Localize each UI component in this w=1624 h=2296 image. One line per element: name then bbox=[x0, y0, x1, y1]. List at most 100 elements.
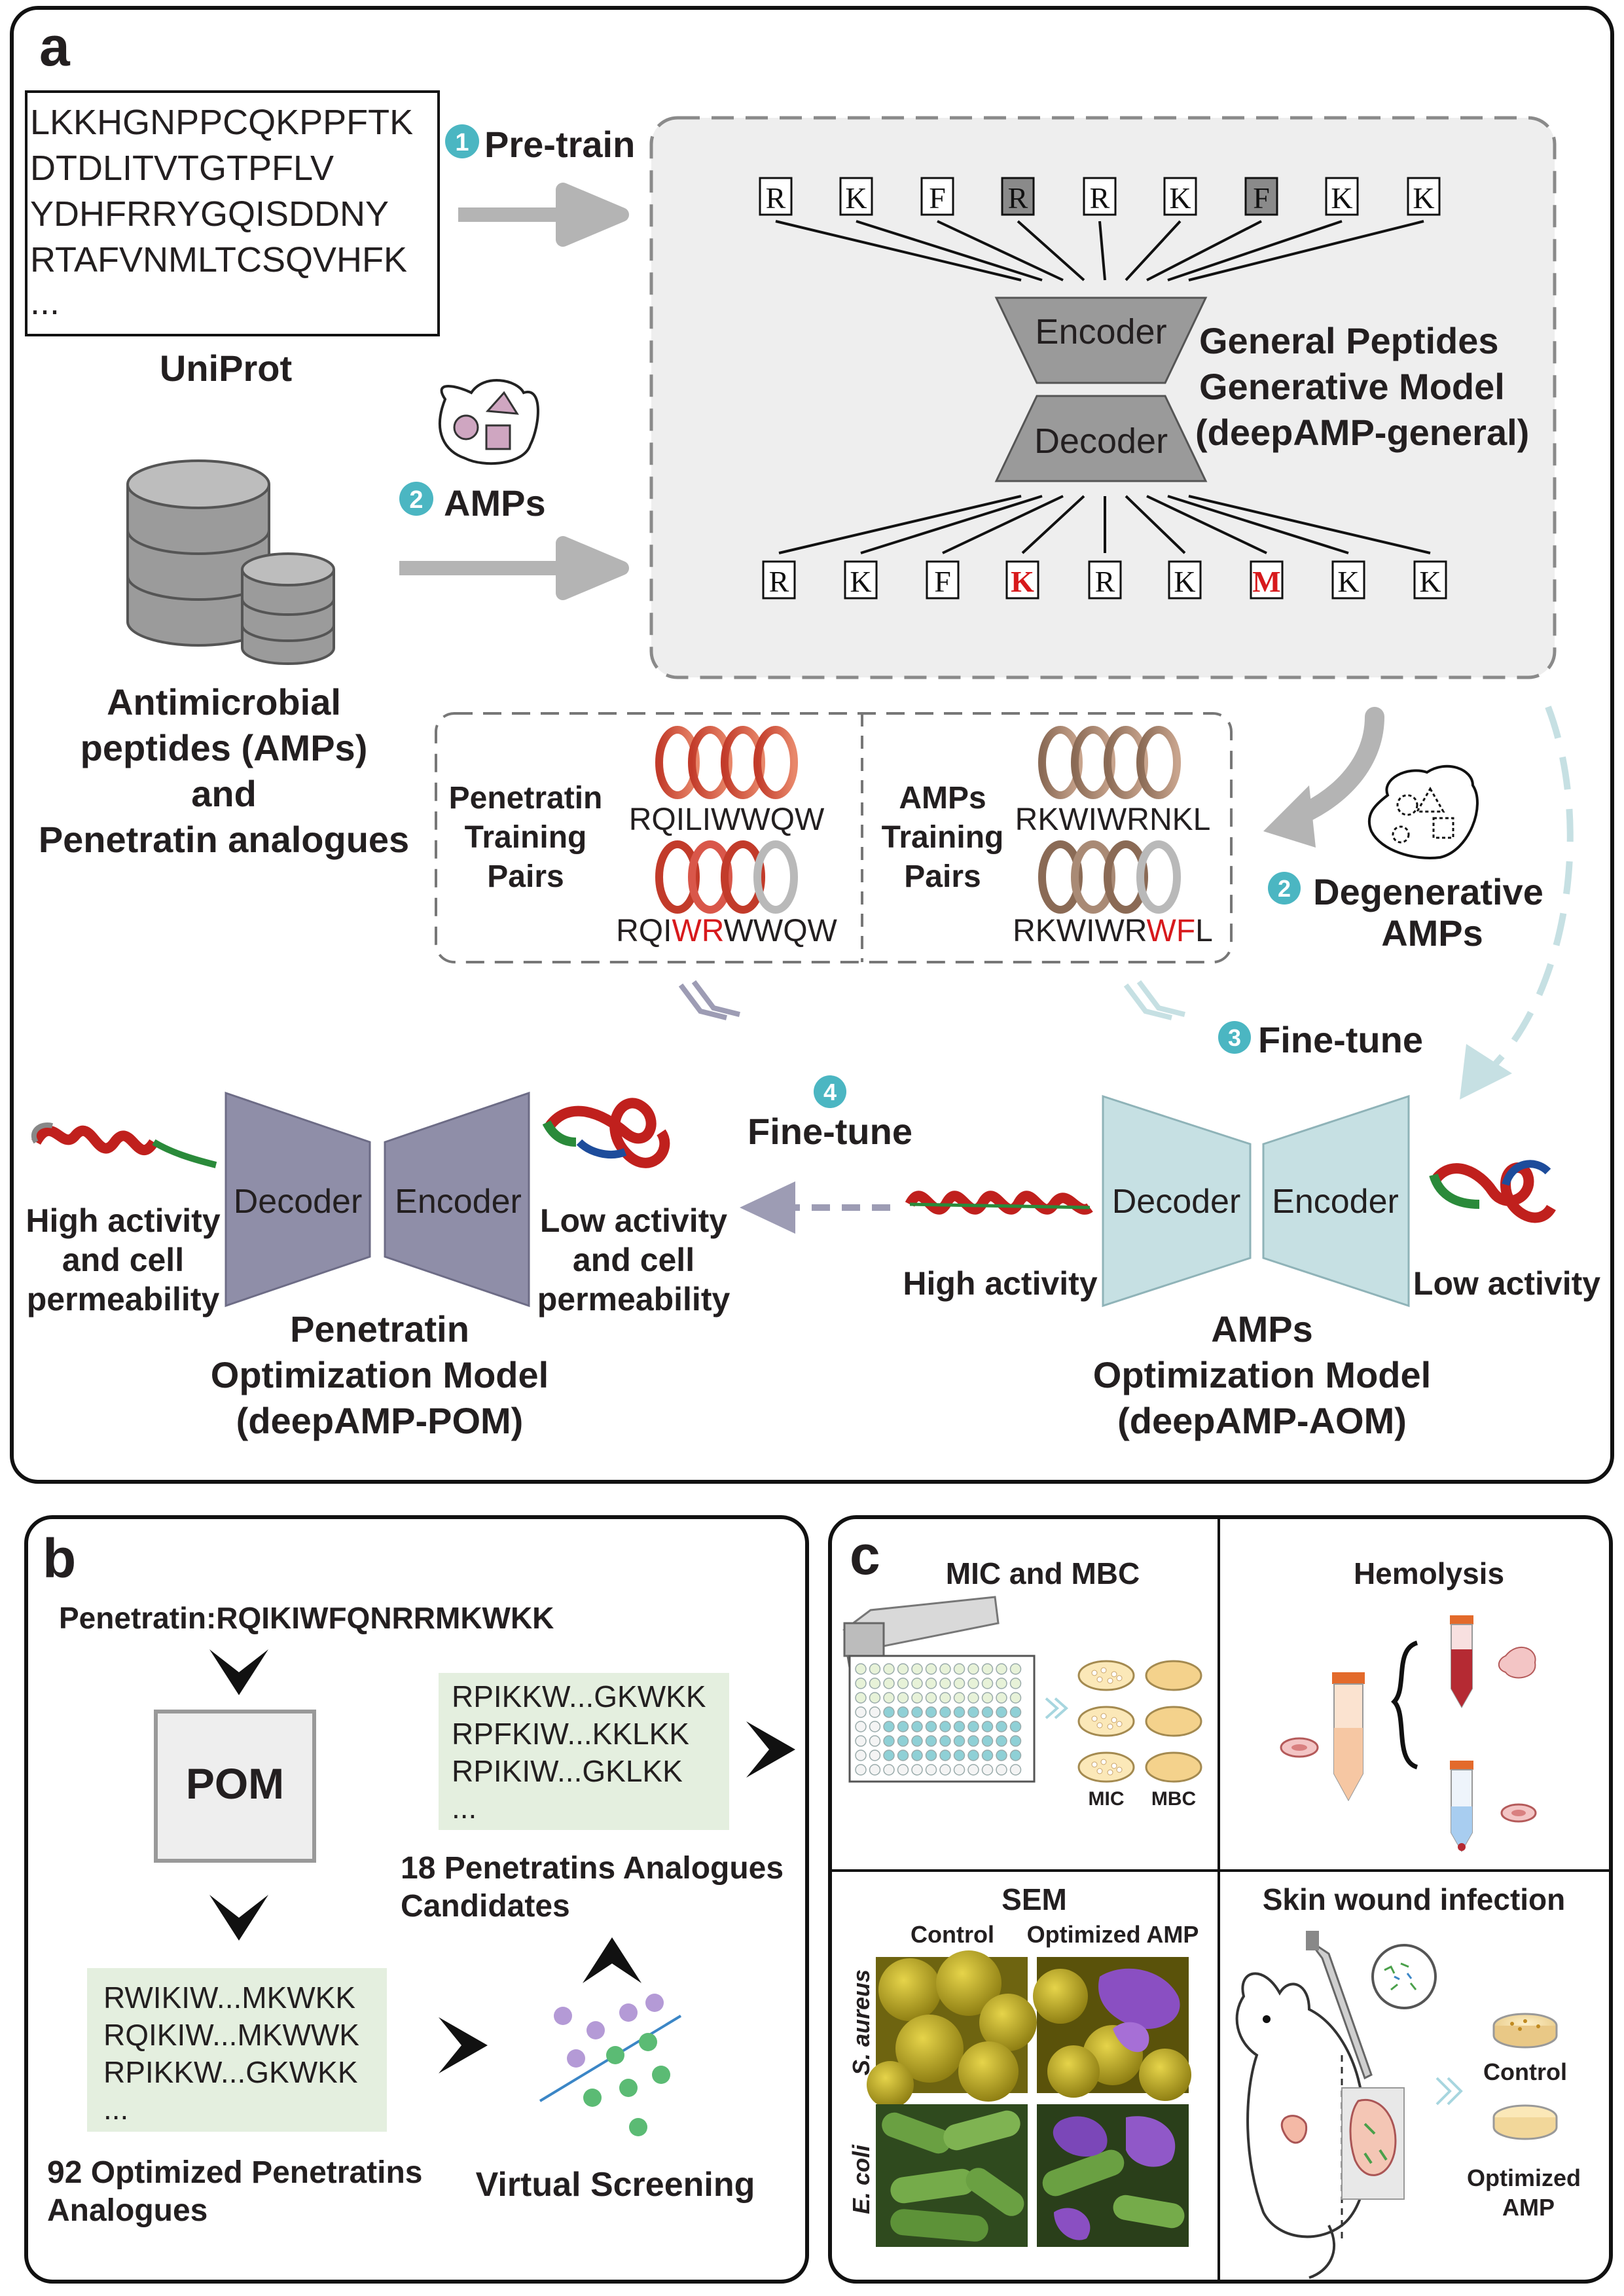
degenerative-number: 2 bbox=[1278, 875, 1291, 902]
decoder-link-line bbox=[942, 495, 1064, 554]
sem-image-ecoli-control bbox=[876, 2104, 1028, 2247]
step2-label: AMPs bbox=[444, 482, 546, 524]
hemolysis-title: Hemolysis bbox=[1354, 1556, 1504, 1590]
plate-well bbox=[897, 1692, 909, 1704]
colony bbox=[1116, 1767, 1123, 1773]
finetune-dashed-arrow bbox=[1493, 706, 1574, 1066]
training-pairs-box bbox=[435, 712, 1233, 963]
step1-number: 1 bbox=[455, 129, 469, 156]
plate-well bbox=[1009, 1692, 1022, 1704]
bottom-residue-box bbox=[844, 560, 878, 600]
degenerative-badge bbox=[1268, 872, 1301, 905]
colony bbox=[1107, 1723, 1113, 1730]
plate-well bbox=[953, 1706, 965, 1718]
plate-well bbox=[939, 1692, 951, 1704]
helix-penetratin-bottom bbox=[655, 840, 798, 914]
colony bbox=[1100, 1713, 1107, 1719]
decoder-link-line bbox=[1021, 495, 1085, 554]
candidate-caption: Candidates bbox=[401, 1889, 570, 1924]
step1-label: Pre-train bbox=[484, 124, 635, 165]
pom-decoder-label: Decoder bbox=[234, 1183, 363, 1221]
top-residue-letter: K bbox=[1331, 181, 1352, 215]
plate-well bbox=[855, 1735, 867, 1747]
plate-well bbox=[883, 1721, 895, 1732]
bottom-residue-box bbox=[762, 560, 796, 600]
colony bbox=[1100, 1759, 1107, 1765]
step2-number: 2 bbox=[409, 486, 423, 514]
arrow-to-candidates-icon bbox=[583, 1937, 641, 1983]
petri-dish bbox=[1145, 1751, 1202, 1783]
amp-database-label: peptides (AMPs) bbox=[81, 727, 368, 768]
plate-well bbox=[869, 1663, 881, 1675]
aom-title: AMPs bbox=[1211, 1308, 1313, 1350]
plate-well bbox=[883, 1764, 895, 1776]
candidate-seq-box bbox=[439, 1673, 729, 1830]
plate-well bbox=[939, 1735, 951, 1747]
aom-encoder-label: Encoder bbox=[1272, 1183, 1399, 1221]
well-grid bbox=[855, 1663, 1022, 1776]
finetune-dashed-arrowhead bbox=[1460, 1044, 1512, 1100]
helix-penetratin-top bbox=[655, 726, 798, 799]
petri-dish bbox=[1077, 1660, 1135, 1691]
step4-badge bbox=[814, 1075, 846, 1108]
encoder-link-line bbox=[1188, 220, 1424, 281]
mouse-to-dish-chevron-icon bbox=[1435, 2077, 1463, 2106]
pom-chevron-icon bbox=[678, 980, 740, 1020]
encoder-link-line bbox=[856, 220, 1043, 281]
pom-input-label: permeability bbox=[537, 1281, 731, 1318]
plate-well bbox=[981, 1735, 994, 1747]
panel-b-label: b bbox=[43, 1528, 76, 1589]
optimized-seq: RWIKIW...MKWKK bbox=[103, 1981, 355, 2015]
plate-well bbox=[1009, 1764, 1022, 1776]
plate-well bbox=[855, 1677, 867, 1689]
bottom-residue-box bbox=[1088, 560, 1122, 600]
plate-well bbox=[939, 1677, 951, 1689]
plate-well bbox=[967, 1706, 979, 1718]
degenerative-amp-icon bbox=[1367, 764, 1479, 859]
general-model-label: General Peptides bbox=[1199, 320, 1499, 361]
encoder-link-line bbox=[1167, 220, 1343, 281]
optimized-seq: RQIKIW...MKWWK bbox=[103, 2018, 359, 2052]
top-residue-box bbox=[759, 177, 793, 216]
plate-well bbox=[883, 1692, 895, 1704]
plate-well bbox=[953, 1764, 965, 1776]
wound-title: Skin wound infection bbox=[1263, 1882, 1566, 1916]
wound-optimized-label: Optimized bbox=[1467, 2164, 1581, 2191]
pom-output-label: High activity bbox=[26, 1202, 220, 1239]
plate-well bbox=[883, 1735, 895, 1747]
pom-box bbox=[154, 1710, 316, 1863]
colony bbox=[1107, 1677, 1113, 1684]
uniprot-sequence: RTAFVNMLTCSQVHFK bbox=[30, 240, 407, 279]
top-residue-box bbox=[1001, 177, 1035, 216]
plate-well bbox=[981, 1677, 994, 1689]
plate-well bbox=[855, 1721, 867, 1732]
plate-well bbox=[967, 1721, 979, 1732]
plate-well bbox=[911, 1735, 923, 1747]
plate-well bbox=[967, 1677, 979, 1689]
plate-well bbox=[897, 1663, 909, 1675]
step3-label: Fine-tune bbox=[1258, 1019, 1423, 1060]
plate-well bbox=[883, 1677, 895, 1689]
colony bbox=[1091, 1715, 1098, 1722]
encoder-shape bbox=[994, 296, 1208, 384]
uniprot-sequence-box bbox=[25, 90, 440, 336]
plate-well bbox=[855, 1749, 867, 1761]
step3-number: 3 bbox=[1228, 1024, 1241, 1051]
bottom-residue-letter: K bbox=[1174, 565, 1195, 598]
petri-dish bbox=[1145, 1706, 1202, 1737]
mbc-label: MBC bbox=[1151, 1788, 1196, 1810]
top-residue-letter: K bbox=[845, 181, 867, 215]
encoder-link-line bbox=[937, 220, 1064, 281]
sem-col-optimized: Optimized AMP bbox=[1027, 1921, 1199, 1948]
plate-well bbox=[996, 1764, 1007, 1776]
amp-pairs-label: Pairs bbox=[904, 859, 981, 894]
top-residue-box bbox=[920, 177, 954, 216]
colony bbox=[1116, 1675, 1123, 1681]
plate-well bbox=[855, 1692, 867, 1704]
bottom-residue-letter: F bbox=[934, 565, 951, 598]
decoder-link-line bbox=[1188, 495, 1431, 554]
plate-well bbox=[996, 1749, 1007, 1761]
amp-seq-optimized: RKWIWRWFL bbox=[1013, 914, 1213, 948]
